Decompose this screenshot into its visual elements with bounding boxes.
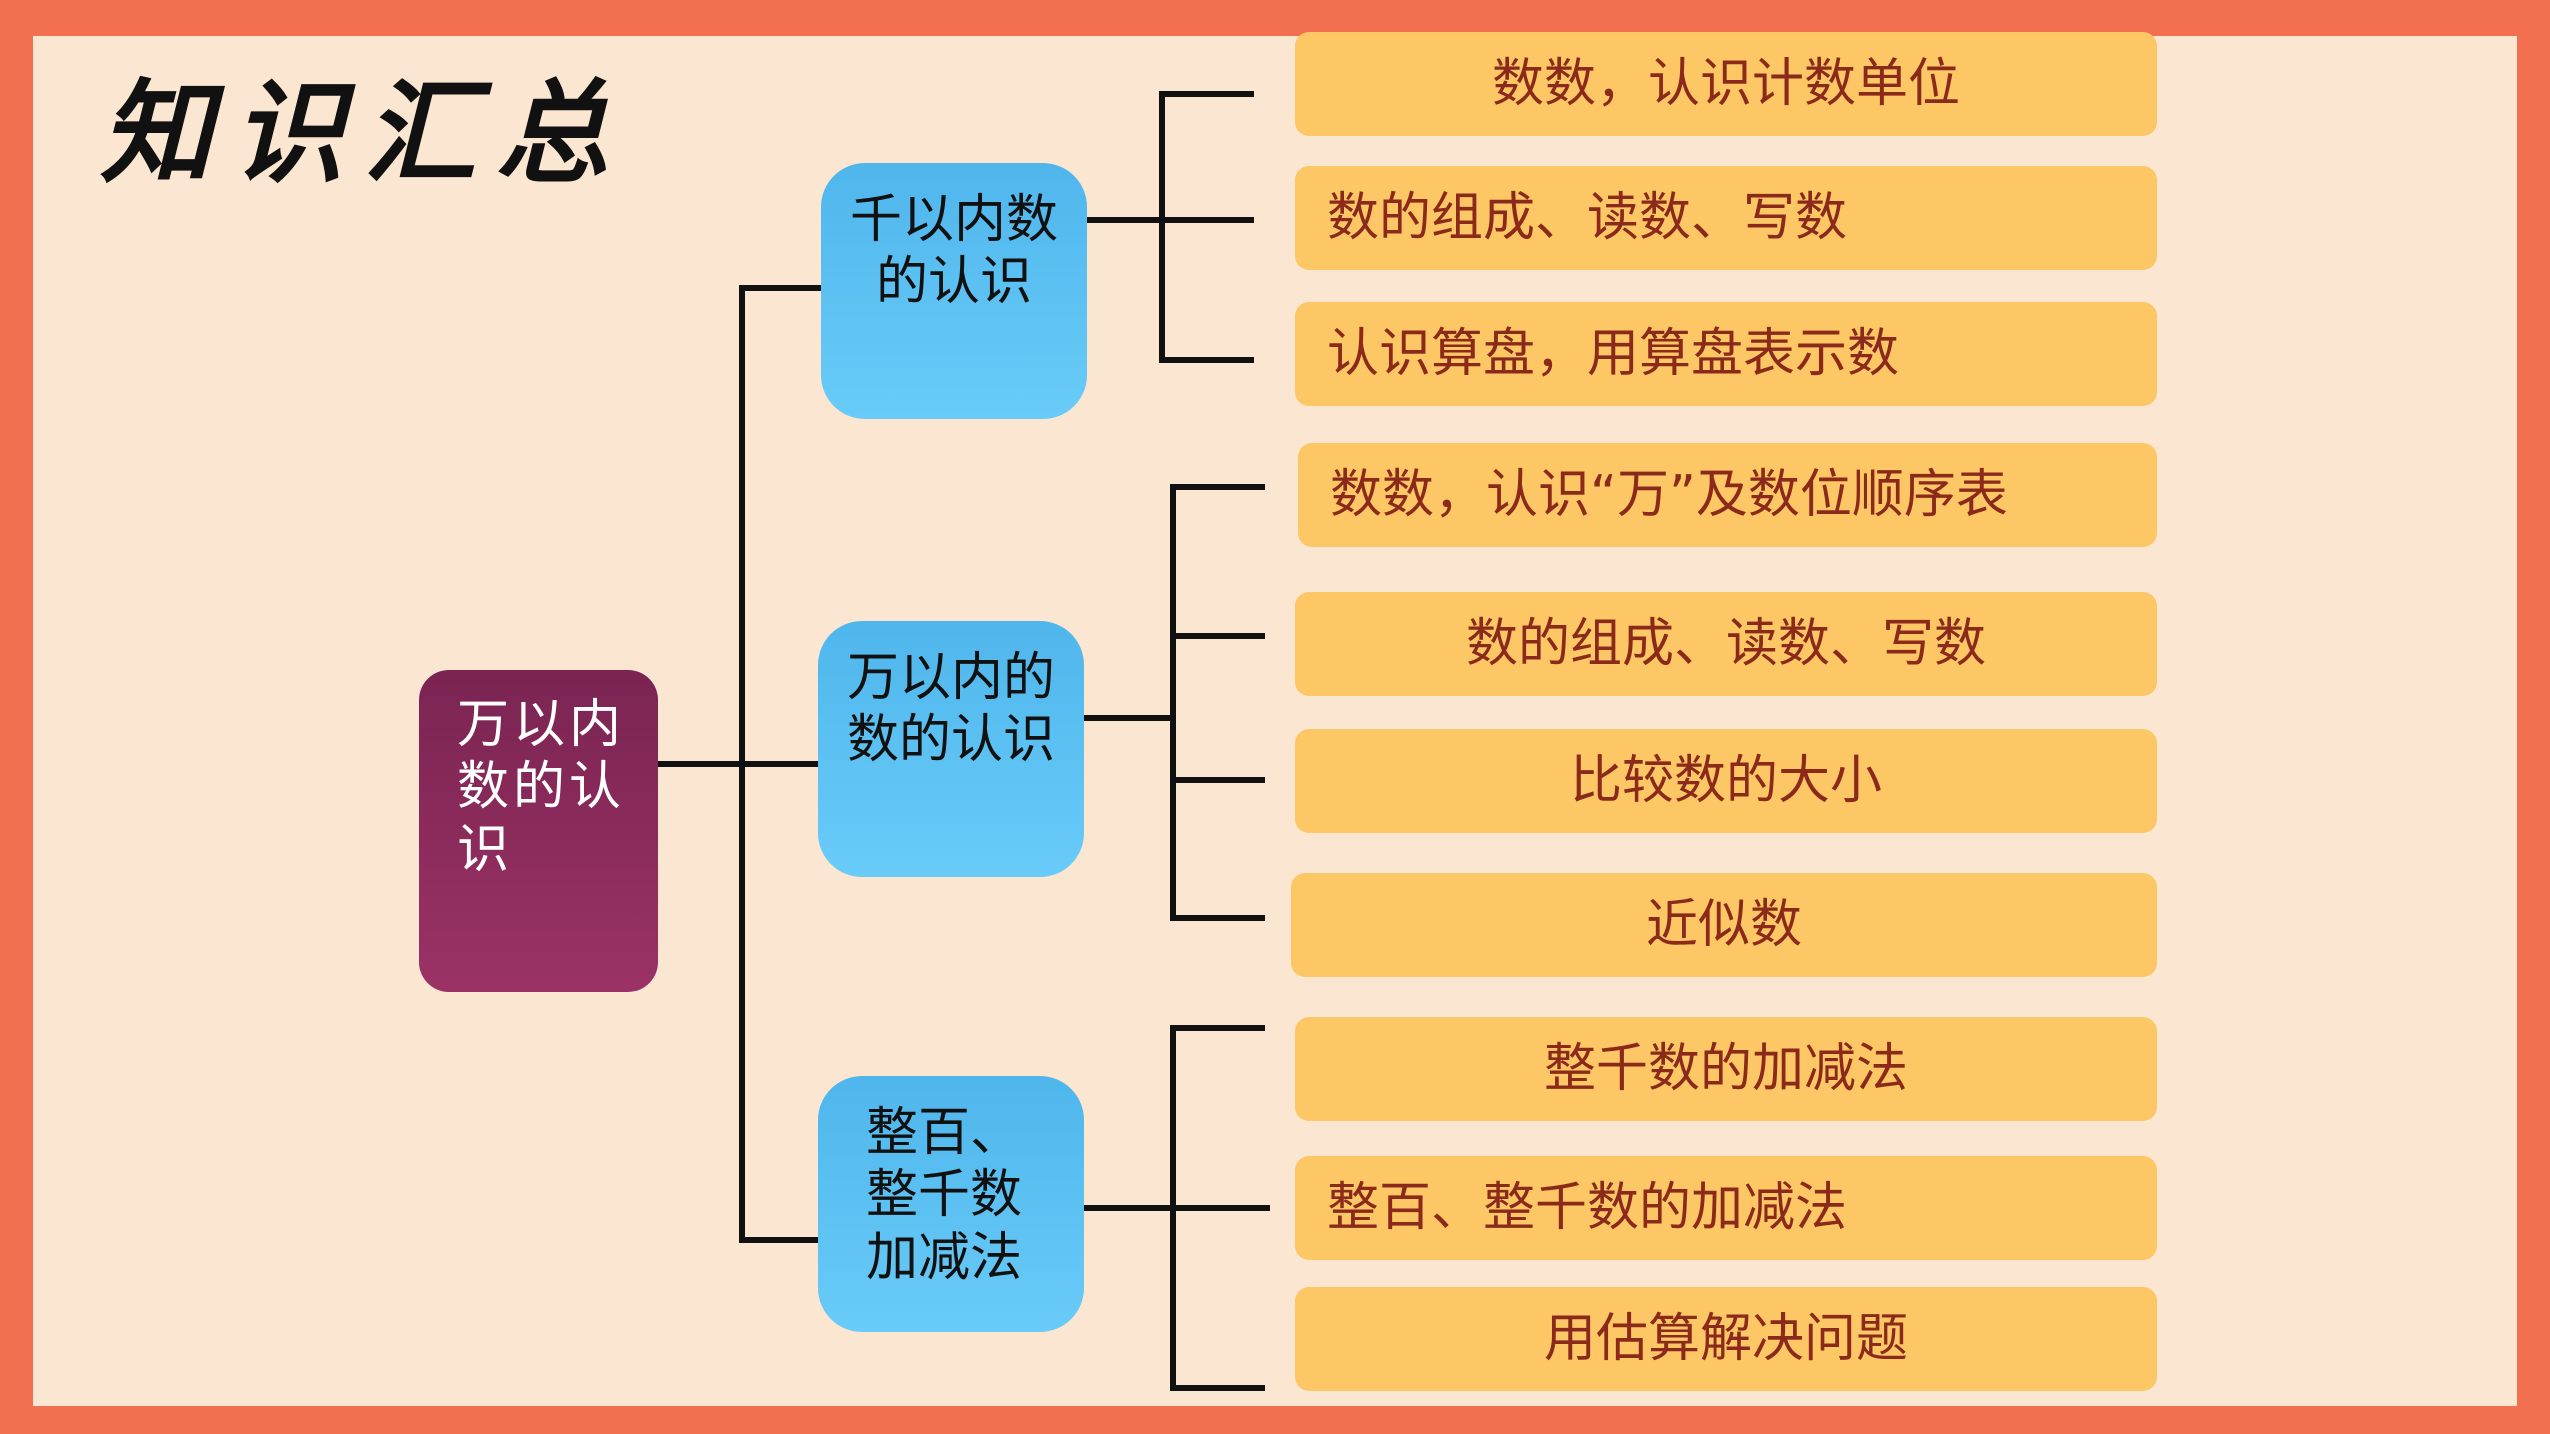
branch-0-tick-1 <box>1159 217 1254 223</box>
root-node: 万以内数的认识 <box>419 670 658 992</box>
branch-node-0: 千以内数的认识 <box>821 163 1087 419</box>
leaf-node: 整百、整千数的加减法 <box>1295 1156 2157 1260</box>
branch-2-tick-0 <box>1170 1025 1265 1031</box>
branch-0-tick-0 <box>1159 91 1254 97</box>
leaf-node: 数数，认识计数单位 <box>1295 32 2157 136</box>
leaf-node: 数的组成、读数、写数 <box>1295 592 2157 696</box>
branch-1-tick-2 <box>1170 777 1265 783</box>
leaf-node: 近似数 <box>1291 873 2157 977</box>
branch-1-bracket <box>1170 484 1176 921</box>
leaf-node: 用估算解决问题 <box>1295 1287 2157 1391</box>
branch-2-connector <box>1084 1205 1270 1211</box>
branch-node-2: 整百、整千数加减法 <box>818 1076 1084 1332</box>
branch-0-tick-2 <box>1159 357 1254 363</box>
slide-title: 知识汇总 <box>100 68 628 199</box>
branch-0-bracket <box>1159 91 1165 363</box>
branch-1-tick-3 <box>1170 915 1265 921</box>
trunk-to-branch-0 <box>739 285 821 291</box>
leaf-node: 数的组成、读数、写数 <box>1295 166 2157 270</box>
root-connector <box>658 761 742 767</box>
branch-1-connector <box>1084 715 1176 721</box>
trunk-to-branch-1 <box>739 761 818 767</box>
leaf-node: 比较数的大小 <box>1295 729 2157 833</box>
branch-2-tick-1 <box>1170 1385 1265 1391</box>
leaf-node: 整千数的加减法 <box>1295 1017 2157 1121</box>
leaf-node: 数数，认识“万”及数位顺序表 <box>1298 443 2157 547</box>
branch-node-1: 万以内的数的认识 <box>818 621 1084 877</box>
branch-0-connector <box>1087 217 1165 223</box>
leaf-node: 认识算盘，用算盘表示数 <box>1295 302 2157 406</box>
trunk-to-branch-2 <box>739 1237 818 1243</box>
branch-1-tick-1 <box>1170 633 1265 639</box>
branch-2-bracket <box>1170 1025 1176 1391</box>
branch-1-tick-0 <box>1170 484 1265 490</box>
